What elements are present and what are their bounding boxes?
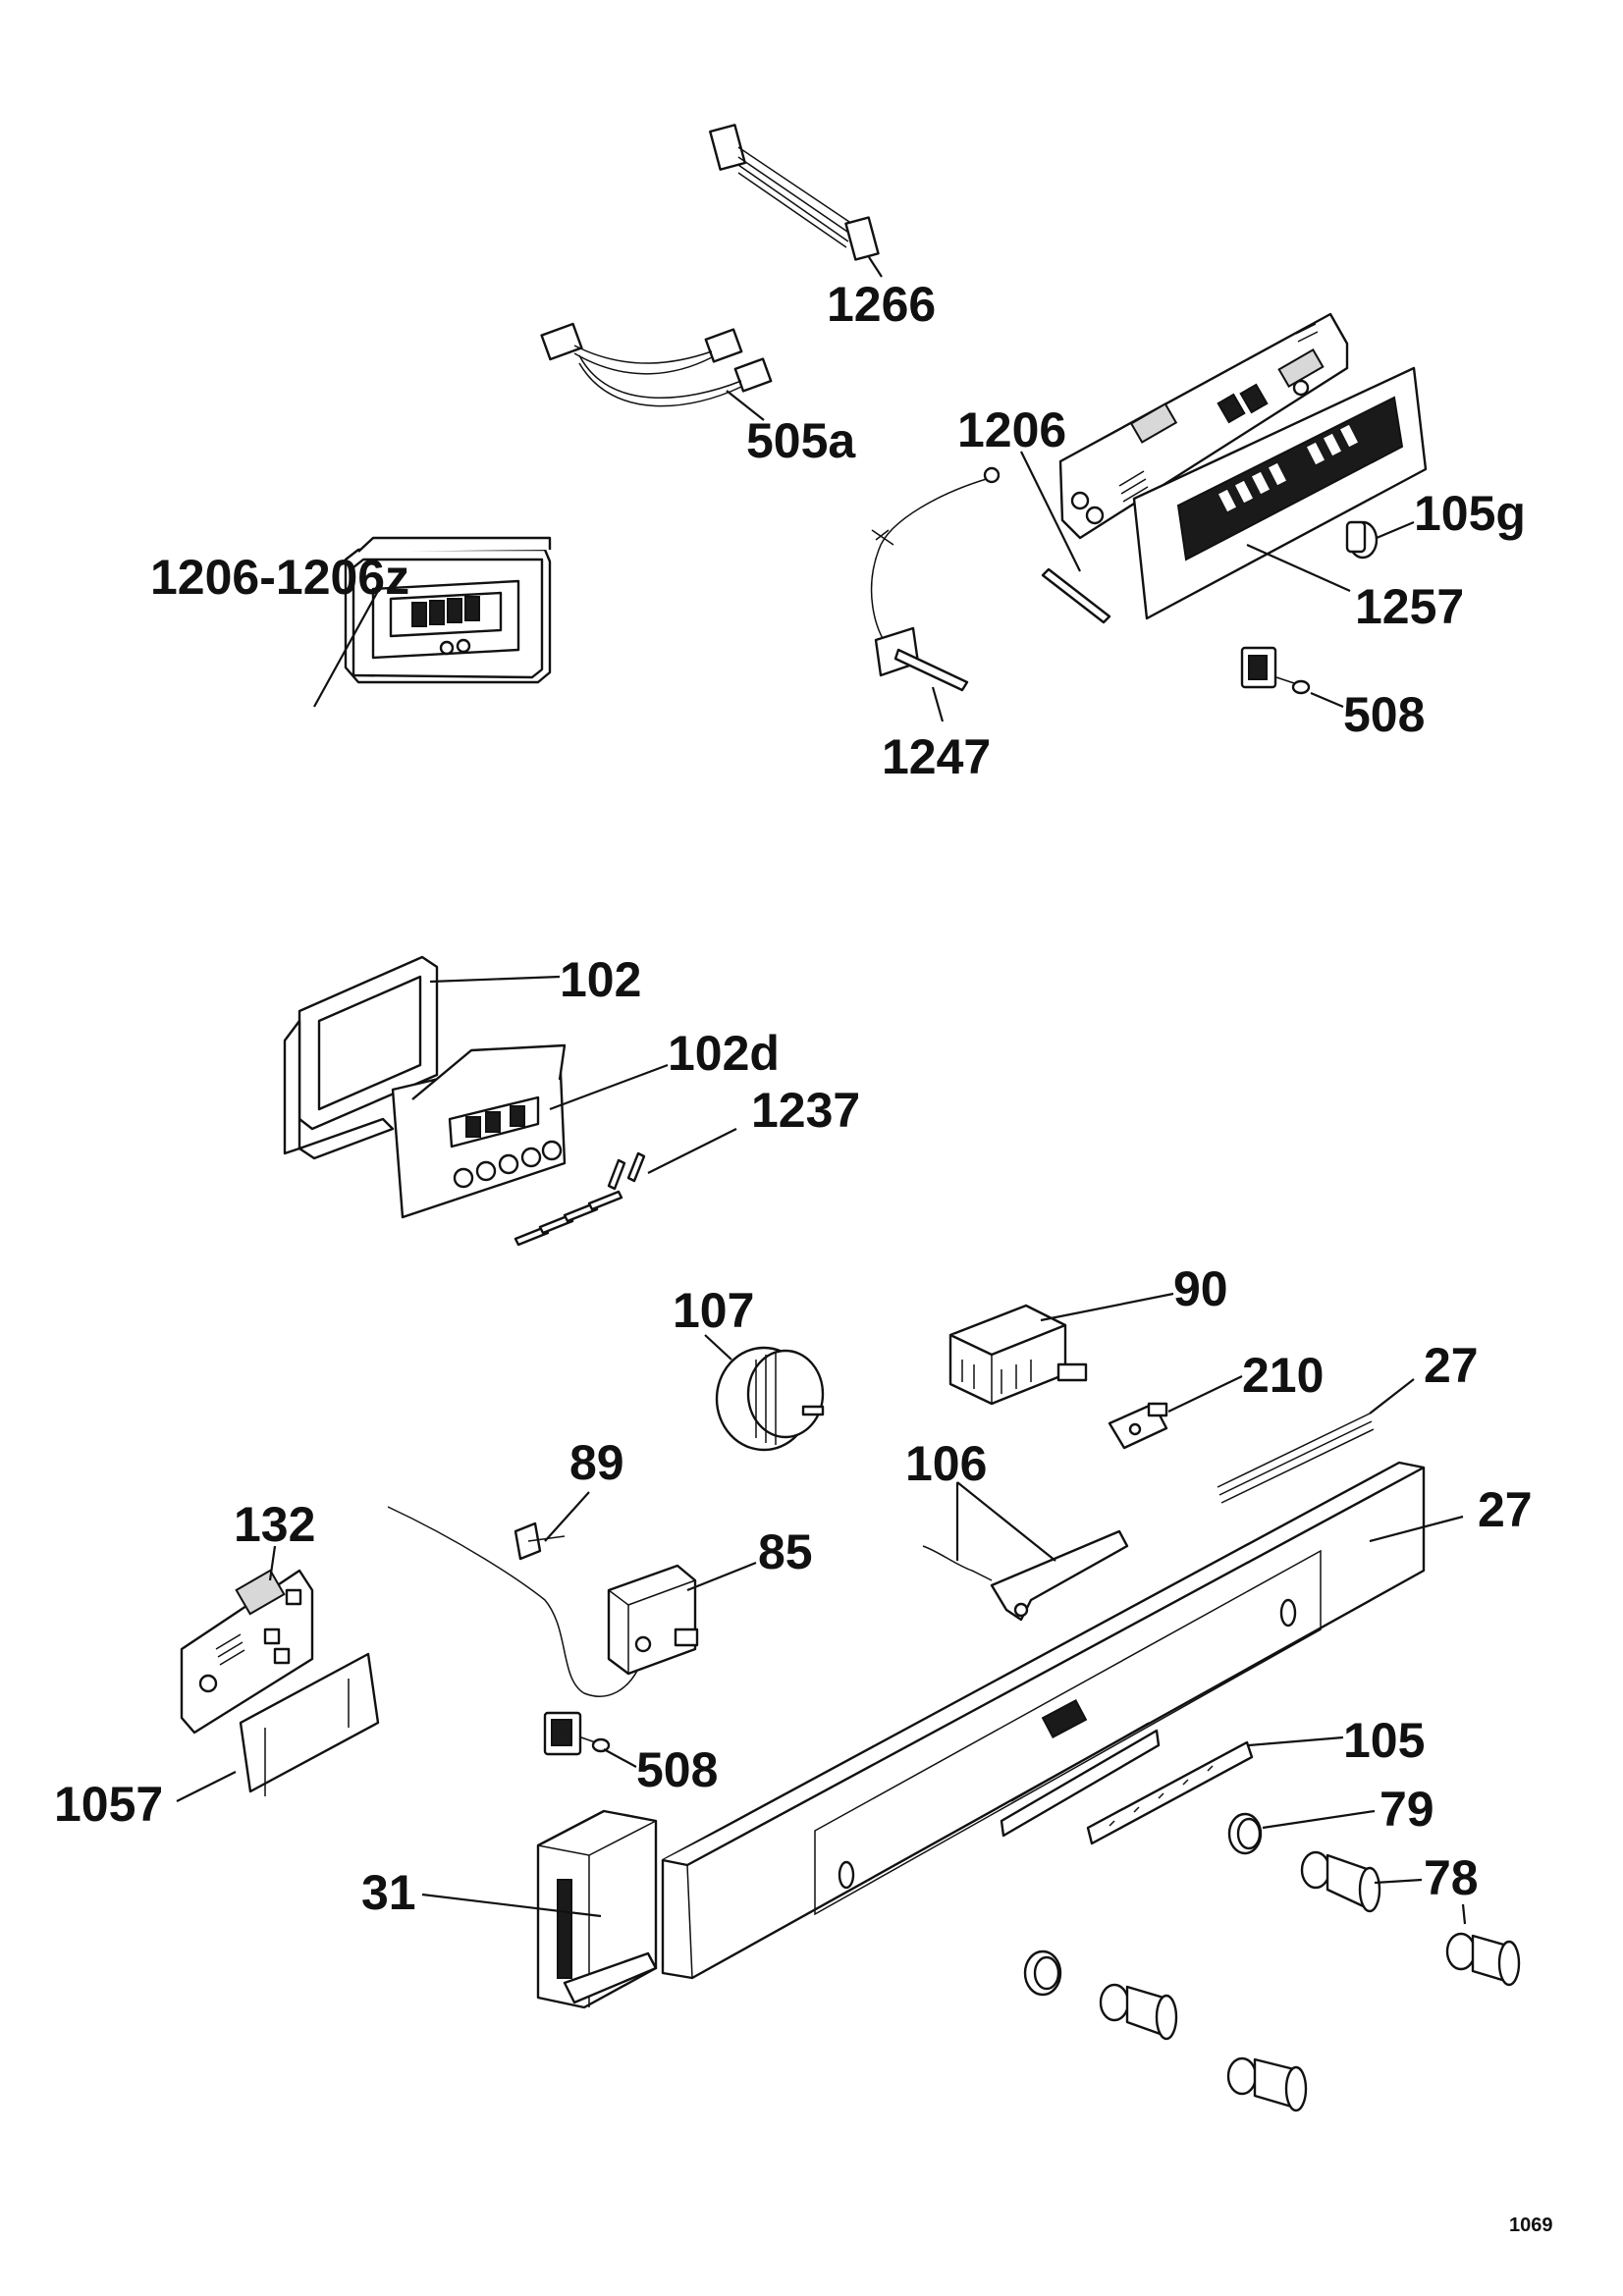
ribbon-cable-1266 (709, 124, 883, 278)
control-module-102d (391, 1043, 669, 1219)
label-27-top: 27 (1424, 1338, 1479, 1393)
knob-78-c (1099, 1983, 1178, 2041)
label-505a: 505a (746, 413, 856, 468)
label-31: 31 (361, 1865, 416, 1920)
button-strip-105 (1086, 1735, 1344, 1845)
label-508-top: 508 (1343, 687, 1425, 742)
thermostat-capillary-89 (387, 1491, 639, 1697)
label-78: 78 (1424, 1850, 1479, 1905)
side-bracket-31 (421, 1809, 658, 2009)
label-1257: 1257 (1355, 579, 1464, 634)
encoder-508-top (1240, 646, 1344, 709)
label-1057: 1057 (54, 1777, 163, 1832)
trim-rods-27 (1217, 1378, 1415, 1504)
label-132: 132 (234, 1497, 315, 1552)
label-105: 105 (1343, 1713, 1425, 1768)
control-board-1206 (1058, 312, 1349, 540)
label-210: 210 (1242, 1348, 1324, 1403)
label-1206: 1206 (957, 402, 1066, 457)
label-89: 89 (569, 1435, 624, 1490)
pins-1237 (514, 1128, 737, 1247)
insulation-sheet-1057 (176, 1652, 380, 1802)
thermostat-85 (607, 1561, 757, 1676)
knob-78-a (1300, 1850, 1423, 1913)
label-79: 79 (1380, 1782, 1434, 1837)
label-102: 102 (560, 952, 641, 1007)
fan-motor-107 (704, 1334, 825, 1452)
encoder-508-bottom (543, 1711, 637, 1768)
label-90: 90 (1173, 1261, 1228, 1316)
label-102d: 102d (668, 1026, 780, 1081)
knob-78-b (1445, 1903, 1521, 1987)
bracket-210 (1108, 1375, 1243, 1450)
mounting-frame-102 (283, 955, 561, 1160)
knob-78-d (1226, 2056, 1308, 2112)
page-number: 1069 (1509, 2215, 1553, 2236)
knob-ring-79-b (1023, 1949, 1062, 1997)
stylus-pin (1041, 567, 1111, 624)
label-1206-1206z: 1206-1206z (150, 550, 409, 605)
label-107: 107 (673, 1283, 754, 1338)
label-85: 85 (758, 1524, 813, 1579)
pcb-132 (180, 1545, 314, 1735)
wiring-harness-505a (540, 322, 773, 421)
temperature-sensor-1247 (870, 466, 1001, 722)
label-106: 106 (905, 1436, 987, 1491)
display-module-1206-1206z (313, 536, 552, 708)
door-switch-106 (922, 1481, 1129, 1622)
label-27-bottom: 27 (1478, 1482, 1533, 1537)
label-1247: 1247 (882, 729, 991, 784)
label-508-bottom: 508 (636, 1742, 718, 1797)
label-1266: 1266 (827, 277, 936, 332)
button-105g (1345, 520, 1415, 560)
selector-switch-90 (948, 1292, 1174, 1406)
knob-ring-79 (1227, 1809, 1376, 1855)
display-glass-1257 (1132, 366, 1428, 620)
label-105g: 105g (1414, 486, 1526, 541)
label-1237: 1237 (751, 1083, 860, 1138)
front-panel-27 (661, 1461, 1464, 1980)
